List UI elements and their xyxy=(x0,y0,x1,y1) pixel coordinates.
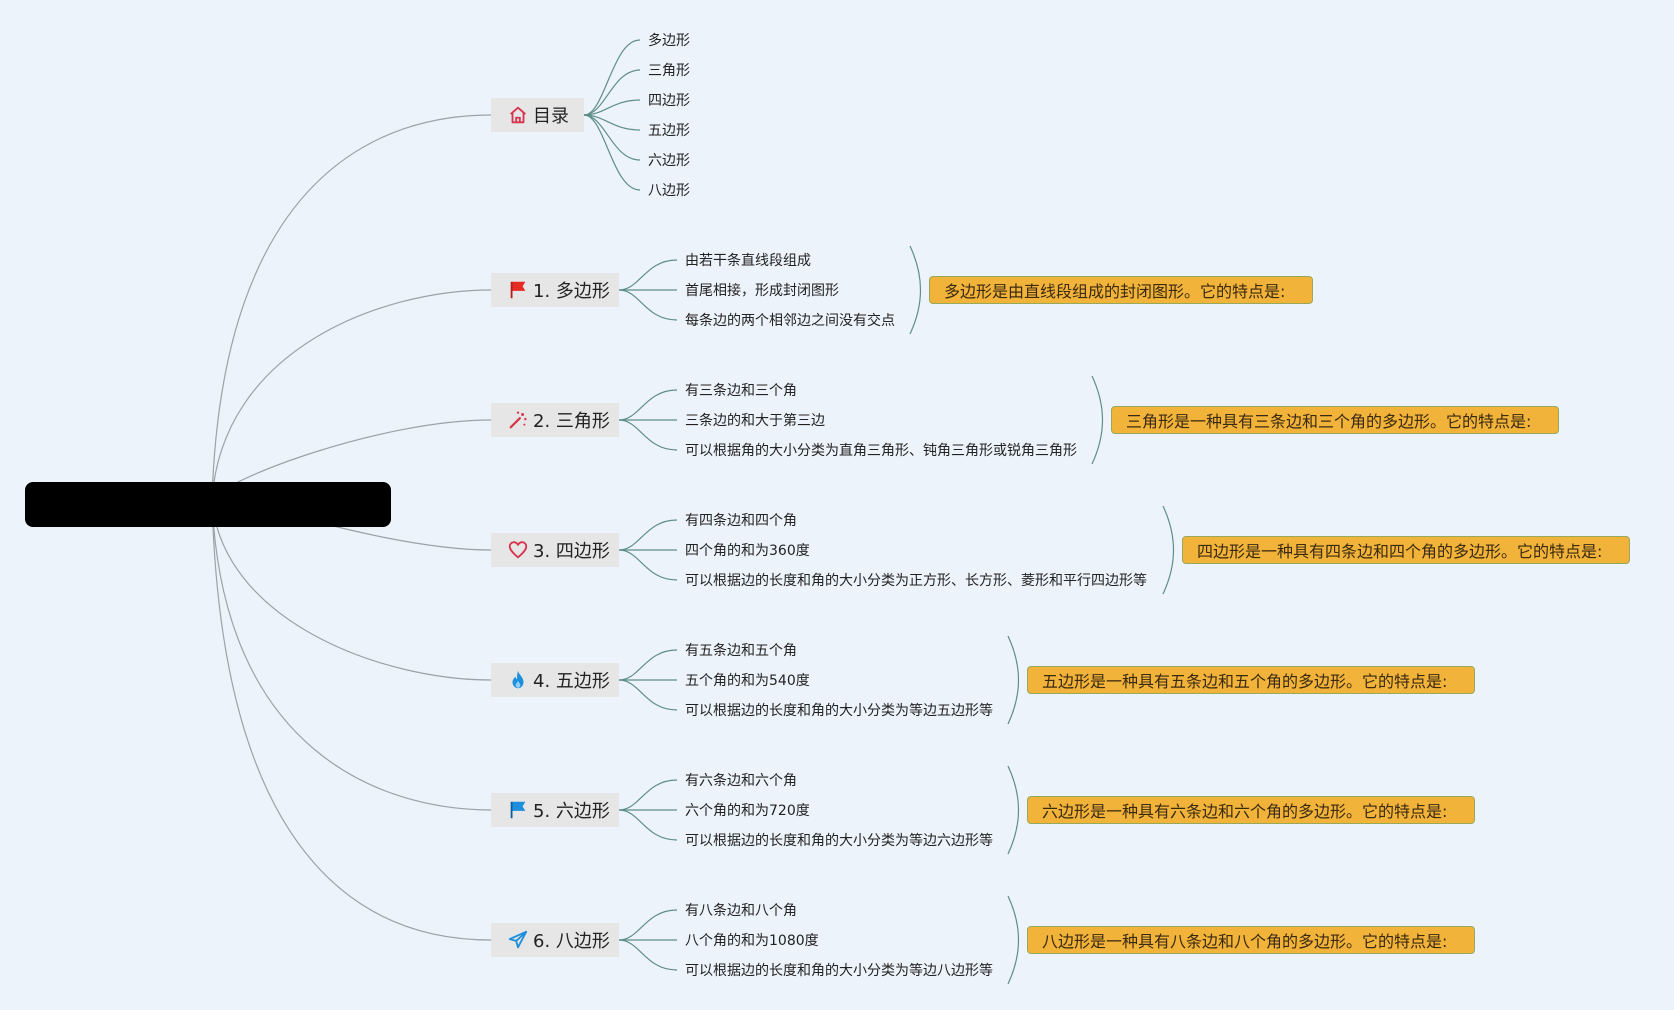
triangle-point-2[interactable]: 三条边的和大于第三边 xyxy=(685,413,825,429)
topic-triangle[interactable]: 2. 三角形 xyxy=(491,403,619,437)
pentagon-point-2[interactable]: 五个角的和为540度 xyxy=(685,673,810,689)
topic-triangle-label: 2. 三角形 xyxy=(533,411,610,432)
toc-branch-5 xyxy=(583,114,641,191)
pentagon-point-3[interactable]: 可以根据边的长度和角的大小分类为等边五边形等 xyxy=(685,703,993,719)
section-3-branch-0 xyxy=(618,519,678,551)
topic-pentagon[interactable]: 4. 五边形 xyxy=(491,663,619,697)
magic-wand-icon xyxy=(507,409,529,431)
section-6-branch-0 xyxy=(618,909,678,941)
toc-branch-3 xyxy=(583,114,641,131)
topic-pentagon-label: 4. 五边形 xyxy=(533,671,610,692)
toc-item-hexagon[interactable]: 六边形 xyxy=(648,153,690,169)
section-4-branch-0 xyxy=(618,649,678,681)
root-connector-0 xyxy=(211,114,492,501)
topic-toc[interactable]: 目录 xyxy=(491,98,584,132)
topic-toc-label: 目录 xyxy=(533,106,569,127)
quadrilateral-point-2[interactable]: 四个角的和为360度 xyxy=(685,543,810,559)
section-2-branch-2 xyxy=(618,419,678,451)
octagon-point-3[interactable]: 可以根据边的长度和角的大小分类为等边八边形等 xyxy=(685,963,993,979)
octagon-summary[interactable]: 八边形是一种具有八条边和八个角的多边形。它的特点是: xyxy=(1027,926,1475,954)
section-1-branch-2 xyxy=(618,289,678,321)
topic-quadrilateral-label: 3. 四边形 xyxy=(533,541,610,562)
topic-polygon-label: 1. 多边形 xyxy=(533,281,610,302)
topic-hexagon[interactable]: 5. 六边形 xyxy=(491,793,619,827)
section-4-bracket xyxy=(1007,635,1020,725)
toc-branch-1 xyxy=(583,69,641,116)
home-icon xyxy=(507,104,529,126)
section-5-bracket xyxy=(1007,765,1020,855)
section-2-bracket xyxy=(1091,375,1104,465)
fire-icon xyxy=(507,669,529,691)
root-connector-1 xyxy=(211,289,492,501)
polygon-point-2[interactable]: 首尾相接，形成封闭图形 xyxy=(685,283,839,299)
toc-item-triangle[interactable]: 三角形 xyxy=(648,63,690,79)
toc-branch-2 xyxy=(583,99,641,116)
triangle-point-3[interactable]: 可以根据角的大小分类为直角三角形、钝角三角形或锐角三角形 xyxy=(685,443,1077,459)
toc-item-pentagon[interactable]: 五边形 xyxy=(648,123,690,139)
topic-hexagon-label: 5. 六边形 xyxy=(533,801,610,822)
toc-branch-0 xyxy=(583,39,641,116)
root-connector-4 xyxy=(211,499,492,681)
quadrilateral-point-3[interactable]: 可以根据边的长度和角的大小分类为正方形、长方形、菱形和平行四边形等 xyxy=(685,573,1147,589)
topic-polygon[interactable]: 1. 多边形 xyxy=(491,273,619,307)
section-3-branch-2 xyxy=(618,549,678,581)
triangle-point-1[interactable]: 有三条边和三个角 xyxy=(685,383,797,399)
root-topic-redacted[interactable] xyxy=(25,482,391,527)
pentagon-summary[interactable]: 五边形是一种具有五条边和五个角的多边形。它的特点是: xyxy=(1027,666,1475,694)
toc-item-quadrilateral[interactable]: 四边形 xyxy=(648,93,690,109)
hexagon-point-3[interactable]: 可以根据边的长度和角的大小分类为等边六边形等 xyxy=(685,833,993,849)
section-1-branch-0 xyxy=(618,259,678,291)
toc-item-octagon[interactable]: 八边形 xyxy=(648,183,690,199)
heart-icon xyxy=(507,539,529,561)
flag-blue-icon xyxy=(507,799,529,821)
topic-quadrilateral[interactable]: 3. 四边形 xyxy=(491,533,619,567)
topic-octagon-label: 6. 八边形 xyxy=(533,931,610,952)
hexagon-point-2[interactable]: 六个角的和为720度 xyxy=(685,803,810,819)
polygon-point-3[interactable]: 每条边的两个相邻边之间没有交点 xyxy=(685,313,895,329)
section-2-branch-0 xyxy=(618,389,678,421)
octagon-point-1[interactable]: 有八条边和八个角 xyxy=(685,903,797,919)
root-connector-6 xyxy=(211,499,492,941)
quadrilateral-point-1[interactable]: 有四条边和四个角 xyxy=(685,513,797,529)
section-5-branch-0 xyxy=(618,779,678,811)
octagon-point-2[interactable]: 八个角的和为1080度 xyxy=(685,933,819,949)
quadrilateral-summary[interactable]: 四边形是一种具有四条边和四个角的多边形。它的特点是: xyxy=(1182,536,1630,564)
section-5-branch-2 xyxy=(618,809,678,841)
section-6-branch-2 xyxy=(618,939,678,971)
hexagon-summary[interactable]: 六边形是一种具有六条边和六个角的多边形。它的特点是: xyxy=(1027,796,1475,824)
polygon-summary[interactable]: 多边形是由直线段组成的封闭图形。它的特点是: xyxy=(929,276,1313,304)
root-connector-5 xyxy=(211,499,492,811)
paper-plane-icon xyxy=(507,929,529,951)
section-4-branch-2 xyxy=(618,679,678,711)
section-3-bracket xyxy=(1162,505,1175,595)
section-1-bracket xyxy=(909,245,922,335)
flag-red-icon xyxy=(507,279,529,301)
pentagon-point-1[interactable]: 有五条边和五个角 xyxy=(685,643,797,659)
toc-branch-4 xyxy=(583,114,641,161)
triangle-summary[interactable]: 三角形是一种具有三条边和三个角的多边形。它的特点是: xyxy=(1111,406,1559,434)
toc-item-polygon[interactable]: 多边形 xyxy=(648,33,690,49)
topic-octagon[interactable]: 6. 八边形 xyxy=(491,923,619,957)
polygon-point-1[interactable]: 由若干条直线段组成 xyxy=(685,253,811,269)
section-6-bracket xyxy=(1007,895,1020,985)
hexagon-point-1[interactable]: 有六条边和六个角 xyxy=(685,773,797,789)
